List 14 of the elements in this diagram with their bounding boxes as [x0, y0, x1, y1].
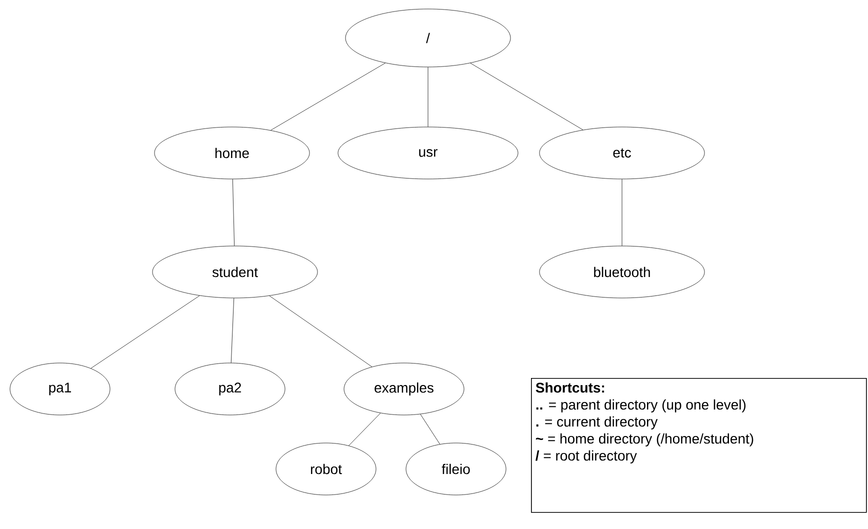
note-line: ~ = home directory (/home/student) — [536, 433, 754, 446]
connector-line — [470, 62, 584, 130]
connector-line — [269, 296, 372, 367]
connector-line — [420, 414, 440, 444]
note-line: .. = parent directory (up one level) — [536, 399, 746, 412]
connector-line — [232, 178, 235, 246]
connector-line — [348, 412, 381, 446]
connector-line — [90, 295, 200, 369]
connector-line — [270, 62, 386, 130]
shortcuts-box — [531, 378, 867, 513]
note-line: . = current directory — [536, 416, 658, 430]
connector-line — [230, 298, 234, 363]
note-line: / = root directory — [536, 450, 637, 464]
note-heading: Shortcuts: — [536, 382, 604, 393]
